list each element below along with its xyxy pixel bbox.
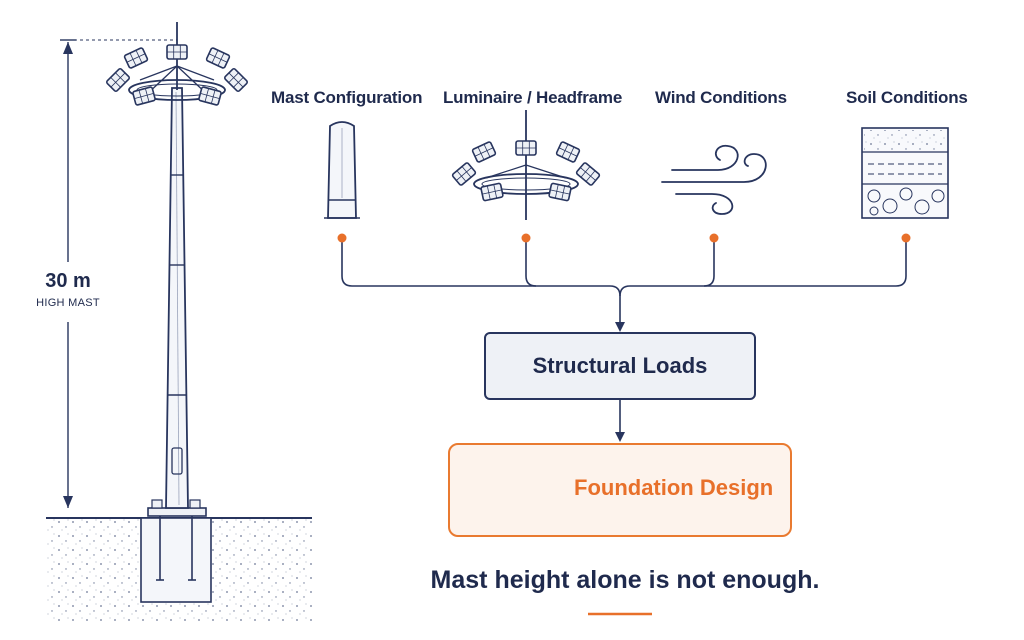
input-label-mast-configuration: Mast Configuration — [271, 88, 423, 107]
structural-loads-label: Structural Loads — [532, 353, 708, 378]
input-label-soil-conditions: Soil Conditions — [846, 88, 968, 107]
mast-height-value: 30 m — [45, 270, 91, 292]
arrow-to-loads — [615, 322, 625, 332]
mast-height-caption: HIGH MAST — [36, 297, 100, 309]
wind-icon — [661, 144, 767, 215]
input-node-dot — [521, 233, 531, 243]
foundation-design-box: Foundation Design — [448, 443, 792, 537]
foundation-design-label: Foundation Design — [574, 475, 774, 500]
input-node-dot — [337, 233, 347, 243]
input-label-luminaire-headframe: Luminaire / Headframe — [443, 88, 623, 107]
input-label-wind-conditions: Wind Conditions — [655, 88, 787, 107]
mast-section-icon — [324, 121, 360, 219]
height-dimension — [60, 39, 177, 508]
mast-access-door — [171, 447, 183, 475]
high-mast-illustration — [46, 22, 312, 622]
mast-pole — [165, 87, 189, 509]
structural-loads-box: Structural Loads — [484, 332, 756, 400]
luminaire-headframe-icon — [451, 110, 601, 220]
input-node-dot — [901, 233, 911, 243]
tagline: Mast height alone is not enough. — [430, 566, 820, 594]
mast-headframe — [105, 22, 249, 107]
input-connectors — [341, 240, 907, 434]
arrow-to-foundation — [615, 432, 625, 442]
input-node-dot — [709, 233, 719, 243]
soil-layers-icon — [861, 127, 949, 219]
mast-foundation-block — [140, 517, 212, 603]
mast-base-plate — [147, 507, 207, 517]
